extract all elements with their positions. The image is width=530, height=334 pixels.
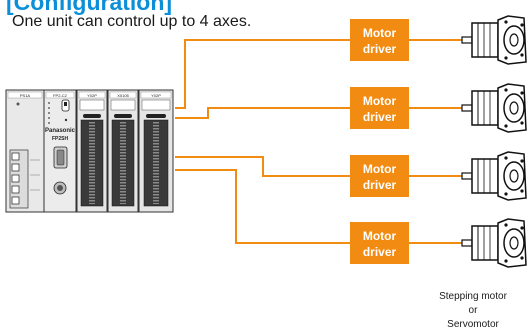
connection-line-axis-4 — [175, 169, 350, 244]
cpu-module: FP2-C2 Panasonic FP2SH — [43, 89, 77, 213]
slot-label-1: PS1A — [20, 93, 31, 98]
output-module-1: Y02P — [76, 89, 108, 213]
connection-line-axis-1 — [175, 39, 350, 109]
motor-icon-3 — [461, 151, 527, 201]
power-supply-module: PS1A — [5, 89, 45, 213]
motor-driver-4-label-line2: driver — [363, 245, 397, 259]
plc-unit: PS1A FP2-C2 — [5, 89, 174, 213]
slot-label-2: FP2-C2 — [53, 93, 68, 98]
motor-driver-1: Motor driver — [350, 19, 409, 61]
motor-driver-2-label-line2: driver — [363, 110, 397, 124]
motor-cables — [409, 39, 468, 244]
motor-caption-line3: Servomotor — [447, 319, 499, 330]
motor-driver-4: Motor driver — [350, 222, 409, 264]
motor-caption: Stepping motor or Servomotor — [408, 290, 530, 332]
connection-line-axis-2 — [175, 107, 350, 119]
motor-caption-line1: Stepping motor — [439, 291, 507, 302]
motor-driver-3-label-line2: driver — [363, 178, 397, 192]
slot-label-3: Y02P — [87, 93, 97, 98]
connection-line-axis-3 — [175, 156, 350, 177]
motor-driver-3: Motor driver — [350, 155, 409, 197]
slot-label-5: Y02P — [151, 93, 161, 98]
motor-icon-4 — [461, 218, 527, 268]
motor-driver-1-label-line2: driver — [363, 42, 397, 56]
plc-brand: Panasonic — [45, 128, 76, 134]
motor-icon-2 — [461, 83, 527, 133]
motor-driver-4-label-line1: Motor — [363, 229, 397, 243]
configuration-subtitle: One unit can control up to 4 axes. — [12, 13, 252, 30]
motor-icon-1 — [461, 15, 527, 65]
output-module-2: Y02P — [138, 89, 174, 213]
motor-driver-2: Motor driver — [350, 87, 409, 129]
input-module: X0105 — [107, 89, 139, 213]
motor-caption-line2: or — [468, 305, 478, 316]
motor-drivers: Motor driver Motor driver Motor driver M… — [350, 19, 409, 264]
plc-model: FP2SH — [52, 136, 69, 142]
motor-driver-1-label-line1: Motor — [363, 26, 397, 40]
slot-label-4: X0105 — [117, 93, 129, 98]
motor-driver-2-label-line1: Motor — [363, 94, 397, 108]
motor-driver-3-label-line1: Motor — [363, 162, 397, 176]
connection-lines — [175, 39, 350, 244]
configuration-heading: [Configuration] — [6, 0, 173, 15]
